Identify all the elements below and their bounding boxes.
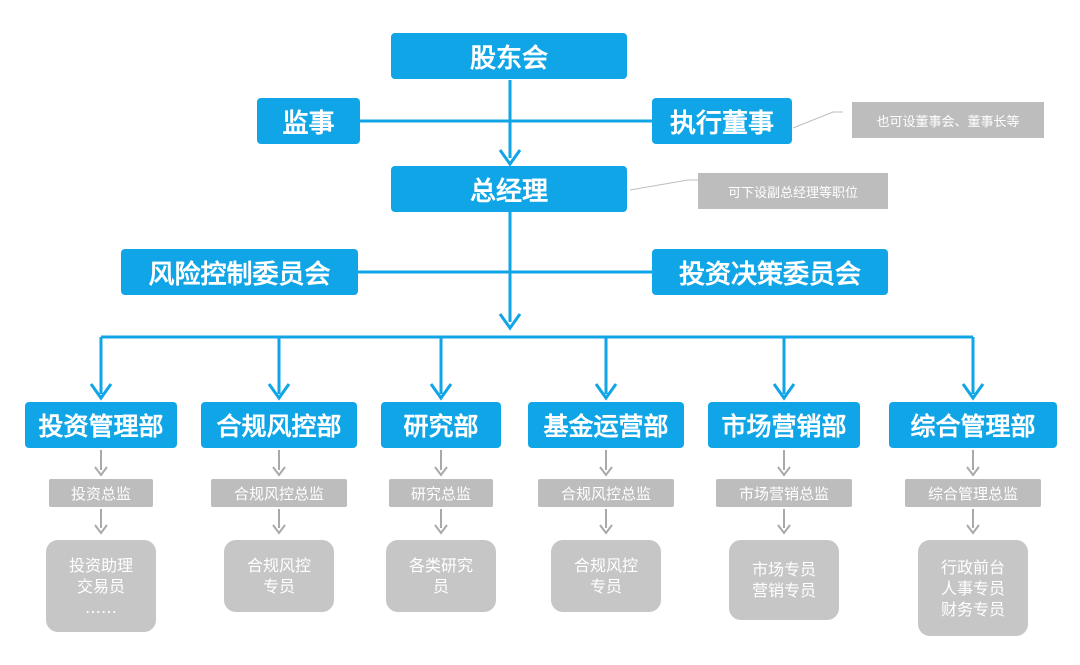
staff-role-label: 员 (432, 577, 449, 596)
head-connector-arrowhead (966, 466, 980, 477)
staff-role-label: 合规风控 (573, 556, 638, 575)
gm-note-callout (629, 179, 698, 191)
staff-connector-arrowhead (599, 524, 613, 535)
dept-drop-arrowhead (961, 383, 985, 401)
head-connector-arrowhead (434, 466, 448, 477)
staff-role-label: 专员 (262, 577, 295, 596)
staff-connector-arrowhead (434, 524, 448, 535)
shareholders-box: 股东会 (391, 33, 627, 79)
head-connector-arrowhead (599, 466, 613, 477)
dept-drop-arrowhead (772, 383, 796, 401)
department-box: 合规风控部 (201, 402, 357, 448)
supervisor-box: 监事 (257, 98, 360, 144)
department-box: 投资管理部 (25, 402, 177, 448)
department-staff: 合规风控专员 (224, 540, 334, 612)
department-box: 基金运营部 (528, 402, 684, 448)
department-head: 投资总监 (49, 479, 153, 507)
head-connector-arrowhead (777, 466, 791, 477)
staff-role-label: 各类研究 (408, 556, 473, 575)
staff-role-label: 财务专员 (940, 599, 1005, 619)
staff-connector-arrowhead (94, 524, 108, 535)
executive-director-box: 执行董事 (652, 98, 792, 144)
dept-drop-arrowhead (89, 383, 113, 401)
department-staff: 各类研究员 (386, 540, 496, 612)
head-connector-arrowhead (94, 466, 108, 477)
department-arrows (89, 337, 985, 535)
staff-connector-arrowhead (777, 524, 791, 535)
staff-role-label: 人事专员 (940, 578, 1005, 598)
department-staff: 市场专员营销专员 (729, 540, 839, 620)
department-head: 合规风控总监 (538, 479, 674, 507)
staff-role-label: 交易员 (76, 576, 125, 596)
department-head: 市场营销总监 (716, 479, 852, 507)
staff-connector-arrowhead (966, 524, 980, 535)
staff-connector-arrowhead (272, 524, 286, 535)
arrow-to-gm (498, 149, 522, 167)
staff-role-label: 专员 (589, 577, 622, 596)
head-connector-arrowhead (272, 466, 286, 477)
arrow-to-branch (498, 313, 522, 331)
staff-role-label: 行政前台 (940, 557, 1005, 577)
investment-committee-box: 投资决策委员会 (652, 249, 888, 295)
dept-drop-arrowhead (594, 383, 618, 401)
department-staff: 合规风控专员 (551, 540, 661, 612)
gm-note: 可下设副总经理等职位 (698, 173, 888, 209)
department-head: 研究总监 (389, 479, 493, 507)
department-staff: 投资助理交易员…… (46, 540, 156, 632)
department-head: 综合管理总监 (905, 479, 1041, 507)
staff-role-label: 投资助理 (68, 555, 133, 575)
board-note: 也可设董事会、董事长等 (852, 102, 1044, 138)
board-note-callout (792, 111, 843, 129)
dept-drop-arrowhead (267, 383, 291, 401)
staff-role-label: 合规风控 (246, 556, 311, 575)
general-manager-box: 总经理 (391, 166, 627, 212)
department-head: 合规风控总监 (211, 479, 347, 507)
risk-committee-box: 风险控制委员会 (121, 249, 358, 295)
department-box: 研究部 (381, 402, 501, 448)
staff-role-label: 市场专员 (751, 560, 816, 579)
department-staff: 行政前台人事专员财务专员 (918, 540, 1028, 636)
department-box: 市场营销部 (708, 402, 860, 448)
dept-drop-arrowhead (429, 383, 453, 401)
staff-role-label: …… (85, 597, 117, 617)
staff-role-label: 营销专员 (751, 581, 816, 600)
department-box: 综合管理部 (889, 402, 1057, 448)
